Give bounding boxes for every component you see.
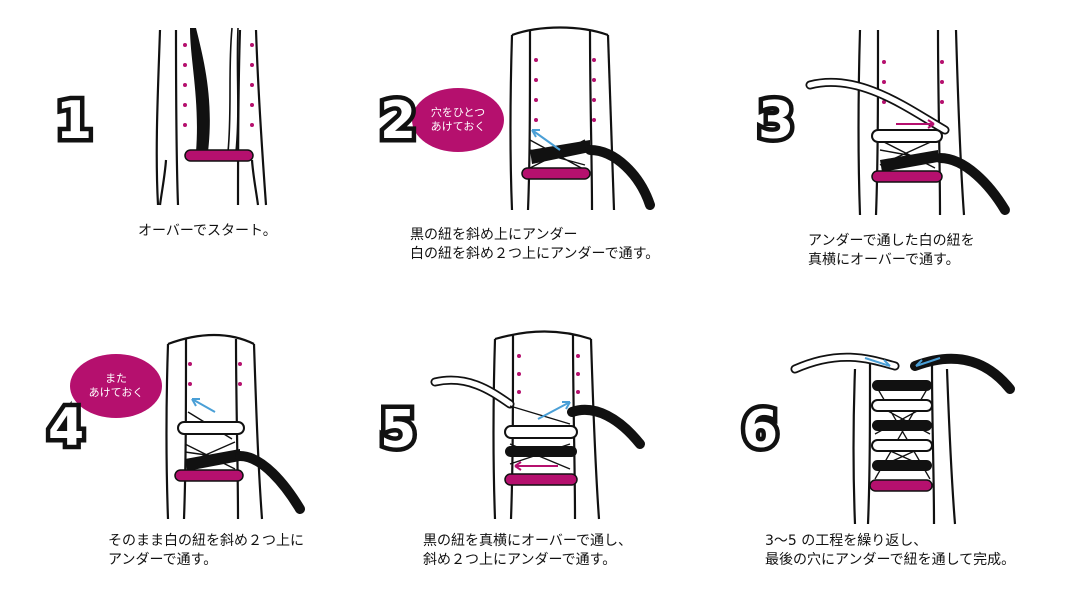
step-1-panel: 1 オーバーでスタート。 — [0, 0, 360, 294]
step-3-illustration — [805, 29, 1010, 216]
hint-bubble: 穴をひとつ あけておく — [412, 88, 504, 152]
step-number: 6 — [737, 400, 782, 461]
step-2-panel: 穴をひとつ あけておく 2 黒の紐を斜め上にアンダー 白の紐を斜め２つ上にアンダ… — [360, 0, 720, 294]
step-caption: そのまま白の紐を斜め２つ上に アンダーで通す。 — [108, 533, 304, 568]
step-number: 4 — [43, 398, 88, 459]
step-6-panel: 6 3～5 の工程を繰り返し、 最後の穴にアンダーで紐を通して完成。 — [720, 294, 1080, 588]
step-4-panel: また あけておく 4 そのまま白の紐を斜め２つ上に アンダーで通す。 — [0, 294, 360, 588]
step-number: 3 — [753, 91, 798, 152]
step-2-illustration — [509, 26, 655, 211]
step-number: 5 — [375, 400, 420, 461]
step-caption: 黒の紐を真横にオーバーで通し、 斜め２つ上にアンダーで通す。 — [423, 533, 633, 568]
step-caption: 3～5 の工程を繰り返し、 最後の穴にアンダーで紐を通して完成。 — [765, 533, 1016, 568]
step-caption: アンダーで通した白の紐を 真横にオーバーで通す。 — [808, 233, 975, 268]
step-number: 2 — [375, 91, 420, 152]
hint-bubble: また あけておく — [70, 354, 162, 418]
step-3-panel: 3 アンダーで通した白の紐を 真横にオーバーで通す。 — [720, 0, 1080, 294]
step-5-panel: 5 黒の紐を真横にオーバーで通し、 斜め２つ上にアンダーで通す。 — [360, 294, 720, 588]
step-1-illustration — [155, 27, 268, 206]
step-caption: 黒の紐を斜め上にアンダー 白の紐を斜め２つ上にアンダーで通す。 — [410, 227, 660, 262]
step-6-illustration — [790, 352, 1015, 525]
step-number: 1 — [51, 91, 96, 152]
step-5-illustration — [430, 330, 645, 520]
step-4-illustration — [165, 333, 305, 520]
step-caption: オーバーでスタート。 — [138, 223, 277, 239]
